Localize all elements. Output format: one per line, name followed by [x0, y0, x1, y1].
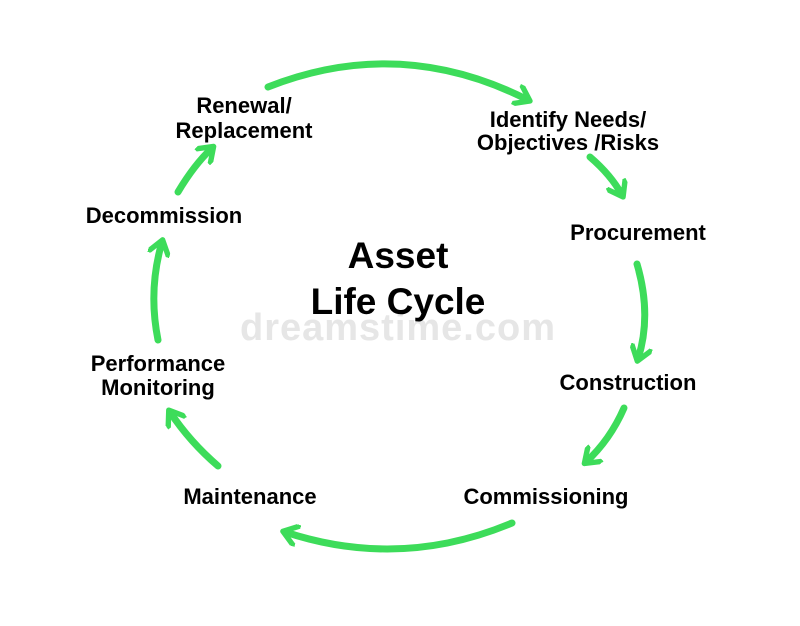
cycle-arrow-construction-to-commissioning [586, 404, 628, 462]
stage-identify-label-line2: Objectives /Risks [477, 130, 659, 155]
stage-identify-label-line1: Identify Needs/ [490, 107, 646, 132]
watermark-text: dreamstime.com [240, 307, 556, 349]
cycle-arrow-renewal-to-identify [264, 60, 528, 100]
cycle-arrow-procurement-to-construction [637, 260, 645, 359]
stage-procurement-label: Procurement [570, 220, 706, 245]
cycle-arrow-performance-to-decommission [154, 242, 162, 344]
stage-construction-label: Construction [560, 370, 697, 395]
stage-performance-label-line1: Performance [91, 351, 226, 376]
center-title-line1: Asset [348, 235, 449, 276]
stage-renewal-label-line1: Renewal/ [196, 93, 291, 118]
stage-commissioning-label: Commissioning [463, 484, 628, 509]
stage-renewal-label-line2: Replacement [176, 118, 314, 143]
stage-maintenance-label: Maintenance [183, 484, 316, 509]
cycle-arrow-decommission-to-renewal [174, 148, 212, 196]
center-title-line2: Life Cycle [311, 281, 486, 322]
cycle-arrow-commissioning-to-maintenance [285, 519, 516, 553]
cycle-arrow-maintenance-to-performance [170, 412, 222, 470]
stage-performance-label-line2: Monitoring [101, 375, 215, 400]
cycle-arrow-identify-to-procurement [586, 153, 622, 195]
stage-decommission-label: Decommission [86, 203, 243, 228]
